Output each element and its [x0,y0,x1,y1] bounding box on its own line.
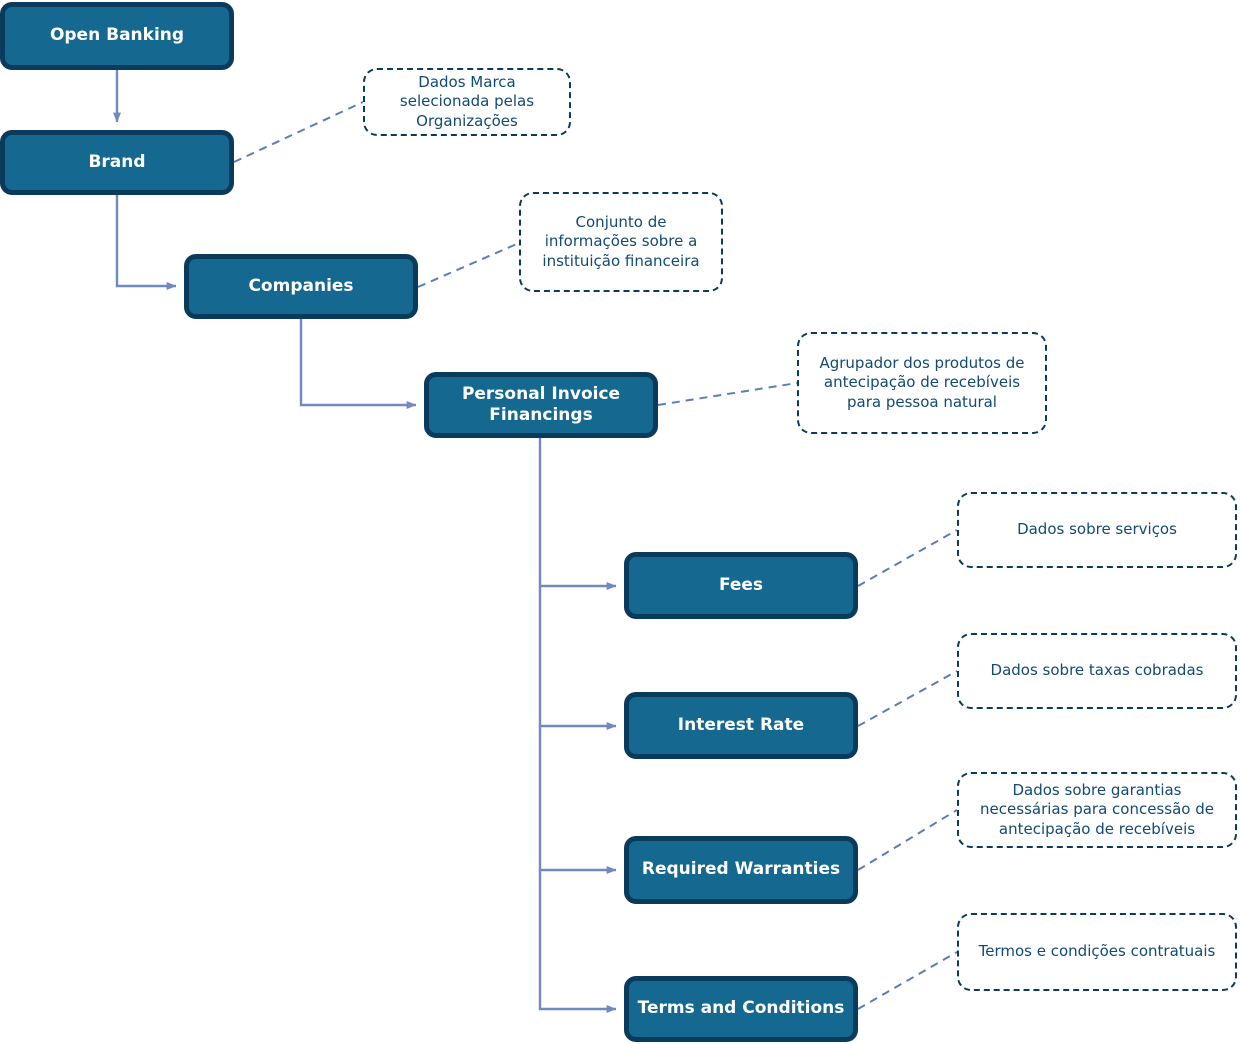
edge-pif-interest-rate [538,586,617,730]
note-interest-rate: Dados sobre taxas cobradas [957,633,1237,709]
node-fees-label: Fees [718,574,764,595]
edge-brand-note [233,101,364,163]
note-brand-text: Dados Marca selecionada pelas Organizaçõ… [399,73,535,130]
edge-fees-note [857,529,958,587]
node-fees[interactable]: Fees [624,552,858,619]
node-interest-rate[interactable]: Interest Rate [624,692,858,759]
edge-companies-note [417,242,520,288]
note-interest-rate-text: Dados sobre taxas cobradas [990,661,1204,680]
node-terms-and-conditions-label: Terms and Conditions [637,998,845,1019]
node-brand-label: Brand [88,151,146,172]
note-required-warranties: Dados sobre garantias necessárias para c… [957,772,1237,848]
node-open-banking[interactable]: Open Banking [0,2,234,70]
note-required-warranties-text: Dados sobre garantias necessárias para c… [980,781,1214,838]
node-required-warranties-label: Required Warranties [641,859,841,880]
node-personal-invoice-financings-label: Personal Invoice Financings [461,383,621,425]
edge-companies-pif [299,319,417,409]
node-personal-invoice-financings[interactable]: Personal Invoice Financings [424,372,658,438]
note-fees: Dados sobre serviços [957,492,1237,568]
node-open-banking-label: Open Banking [49,25,185,46]
edge-pif-fees [538,438,617,590]
edge-pif-required-warranties [538,726,617,874]
edge-pif-terms-and-conditions [538,870,617,1013]
note-companies-text: Conjunto de informações sobre a institui… [542,213,700,270]
node-interest-rate-label: Interest Rate [677,714,805,735]
node-required-warranties[interactable]: Required Warranties [624,836,858,904]
note-terms-and-conditions-text: Termos e condições contratuais [978,942,1216,961]
node-companies[interactable]: Companies [184,254,418,319]
note-personal-invoice-financings: Agrupador dos produtos de antecipação de… [797,332,1047,434]
node-brand[interactable]: Brand [0,130,234,195]
note-fees-text: Dados sobre serviços [1017,520,1177,539]
edge-required-warranties-note [857,809,958,871]
note-brand: Dados Marca selecionada pelas Organizaçõ… [363,68,571,136]
edge-interest-rate-note [857,670,958,727]
node-companies-label: Companies [248,275,354,296]
edge-brand-companies [115,195,177,290]
note-personal-invoice-financings-text: Agrupador dos produtos de antecipação de… [819,354,1025,411]
node-terms-and-conditions[interactable]: Terms and Conditions [624,976,858,1042]
edge-terms-and-conditions-note [857,951,958,1010]
note-companies: Conjunto de informações sobre a institui… [519,192,723,292]
note-terms-and-conditions: Termos e condições contratuais [957,913,1237,991]
edge-pif-note [657,382,798,406]
